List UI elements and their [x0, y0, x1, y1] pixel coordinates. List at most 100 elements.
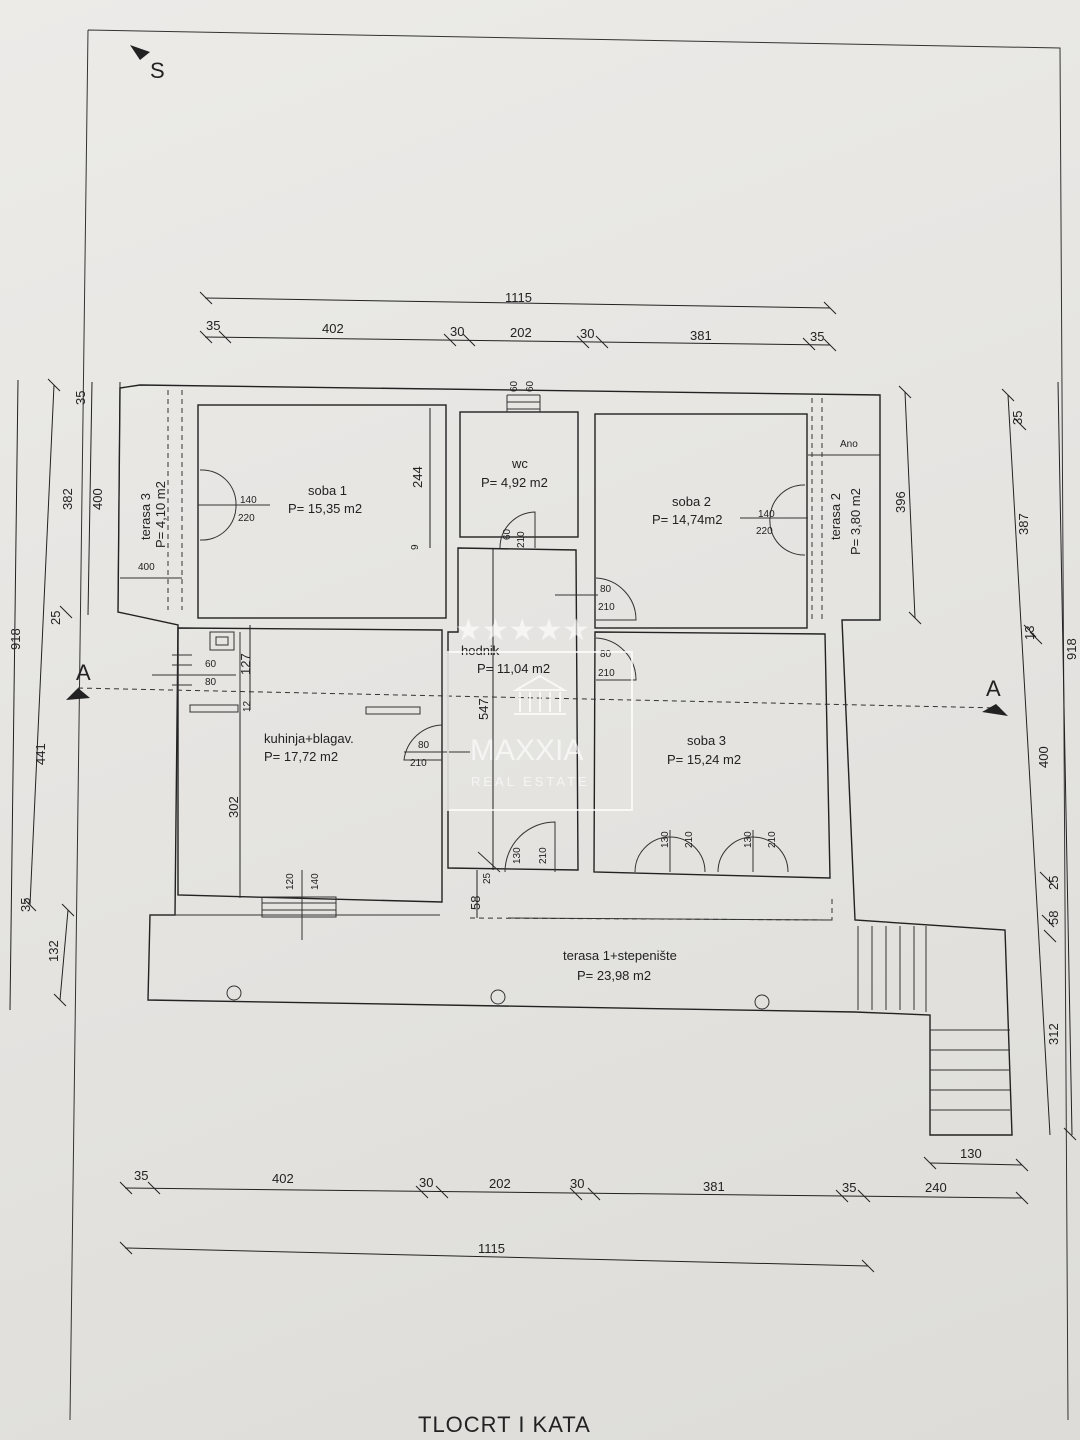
room-name-soba1: soba 1: [308, 483, 347, 498]
dim-right-inner: 396: [893, 491, 908, 513]
dim-left-inner: 132: [46, 940, 61, 962]
door-size: 80: [418, 740, 430, 751]
interior-dim: 58: [468, 896, 483, 910]
door-size: 220: [238, 513, 255, 524]
north-label: S: [150, 58, 166, 83]
room-area-soba2: P= 14,74m2: [652, 512, 722, 527]
interior-dim: 127: [238, 653, 253, 675]
watermark-stars: ★★★★★: [455, 614, 589, 647]
door-size: 210: [598, 668, 615, 679]
room-labels: soba 1 P= 15,35 m2 wc P= 4,92 m2 soba 2 …: [138, 439, 863, 983]
room-name-terasa2: terasa 2: [828, 493, 843, 540]
door-size: 130: [660, 831, 671, 848]
watermark: ★★★★★ MAXXIA REAL ESTATE: [447, 614, 633, 811]
dim-bottom-seg: 30: [570, 1176, 584, 1191]
interior-dim: 12: [242, 700, 253, 712]
watermark-brand: MAXXIA: [470, 734, 583, 767]
dim-bottom-seg: 202: [489, 1176, 511, 1191]
dim-bottom-seg: 30: [419, 1175, 433, 1190]
room-area-soba1: P= 15,35 m2: [288, 501, 362, 516]
dim-right-seg: 400: [1036, 746, 1051, 768]
room-name-soba3: soba 3: [687, 733, 726, 748]
room-area-terasa3: P= 4,10 m2: [153, 481, 168, 548]
door-size: 130: [743, 831, 754, 848]
dim-right-seg: 13: [1022, 626, 1037, 640]
dim-top-seg: 35: [810, 329, 824, 344]
room-area-hodnik: P= 11,04 m2: [477, 661, 550, 676]
window-size: 60: [525, 380, 536, 392]
room-area-soba3: P= 15,24 m2: [667, 752, 741, 767]
door-size: 140: [240, 495, 257, 506]
room-name-terasa3: terasa 3: [138, 493, 153, 540]
door-size: 80: [600, 649, 612, 660]
dims-right: 918 35 387 13 400 58 25 312 396: [893, 381, 1079, 1141]
dim-bottom-seg: 35: [134, 1168, 148, 1183]
interior-dim: 9: [410, 544, 421, 550]
section-mark-right: A: [986, 676, 1002, 701]
dim-right-seg: 25: [1046, 876, 1061, 890]
interior-dim: 25: [482, 872, 493, 884]
room-name-terasa1: terasa 1+stepenište: [563, 948, 677, 963]
room-area-terasa2: P= 3,80 m2: [848, 488, 863, 555]
sheet-border: [69, 29, 1069, 1421]
dim-top-seg: 35: [206, 318, 220, 333]
dims-top: 1115 35 402 30 202 30 381 35: [199, 290, 837, 352]
dim-top-seg: 402: [322, 321, 344, 336]
dim-top-seg: 30: [450, 324, 464, 339]
dim-bottom-seg: 35: [842, 1180, 856, 1195]
dim-right-seg: 387: [1016, 513, 1031, 535]
dim-left-seg: 382: [60, 488, 75, 510]
door-size: 210: [684, 831, 695, 848]
door-size: 210: [410, 758, 427, 769]
dim-top-seg: 381: [690, 328, 712, 343]
window-size: 60: [509, 380, 520, 392]
room-area-wc: P= 4,92 m2: [481, 475, 548, 490]
dim-bottom-seg: 381: [703, 1179, 725, 1194]
door-size: 210: [767, 831, 778, 848]
dim-left-inner: 400: [90, 488, 105, 510]
dim-right-total: 918: [1064, 638, 1079, 660]
room-area-terasa1: P= 23,98 m2: [577, 968, 651, 983]
terrace-note: Ano: [840, 439, 858, 450]
door-size: 210: [516, 531, 527, 548]
window-size: 80: [205, 677, 217, 688]
door-size: 210: [598, 602, 615, 613]
openings: 140 220 140 220 60 210 80 210 80 210 80 …: [152, 380, 808, 940]
watermark-sub: REAL ESTATE: [471, 774, 590, 789]
window-size: 120: [285, 873, 296, 890]
drawing-title: TLOCRT I KATA: [418, 1412, 591, 1437]
dim-right-seg: 58: [1046, 911, 1061, 925]
door-size: 60: [502, 528, 513, 540]
dim-bottom-total: 1115: [478, 1241, 505, 1256]
room-area-kuhinja: P= 17,72 m2: [264, 749, 338, 764]
window-size: 140: [310, 873, 321, 890]
dim-right-seg: 312: [1046, 1023, 1061, 1045]
dim-bottom-stair: 130: [960, 1146, 982, 1161]
dims-left: 918 35 382 25 441 35 400 132: [8, 378, 121, 1011]
dim-top-seg: 30: [580, 326, 594, 341]
interior-dim: 302: [226, 796, 241, 818]
dim-right-seg: 35: [1010, 411, 1025, 425]
dim-bottom-seg: 240: [925, 1180, 947, 1195]
dim-left-seg: 35: [18, 898, 33, 912]
room-name-kuhinja: kuhinja+blagav.: [264, 731, 354, 746]
room-name-hodnik: hodnik: [461, 643, 500, 658]
dim-top-seg: 202: [510, 325, 532, 340]
interior-dim: 244: [410, 466, 425, 488]
terrace-note: 400: [138, 562, 155, 573]
dim-top-total: 1115: [505, 290, 532, 305]
dim-left-seg: 25: [48, 611, 63, 625]
dim-bottom-seg: 402: [272, 1171, 294, 1186]
door-size: 130: [512, 847, 523, 864]
room-name-wc: wc: [511, 456, 528, 471]
room-name-soba2: soba 2: [672, 494, 711, 509]
dim-left-seg: 35: [73, 391, 88, 405]
door-size: 220: [756, 526, 773, 537]
walls: [117, 384, 1013, 1136]
window-size: 60: [205, 659, 217, 670]
dims-bottom: 130 35 402 30 202 30 381 35 240 1115: [119, 1146, 1029, 1273]
door-size: 140: [758, 509, 775, 520]
door-size: 210: [538, 847, 549, 864]
